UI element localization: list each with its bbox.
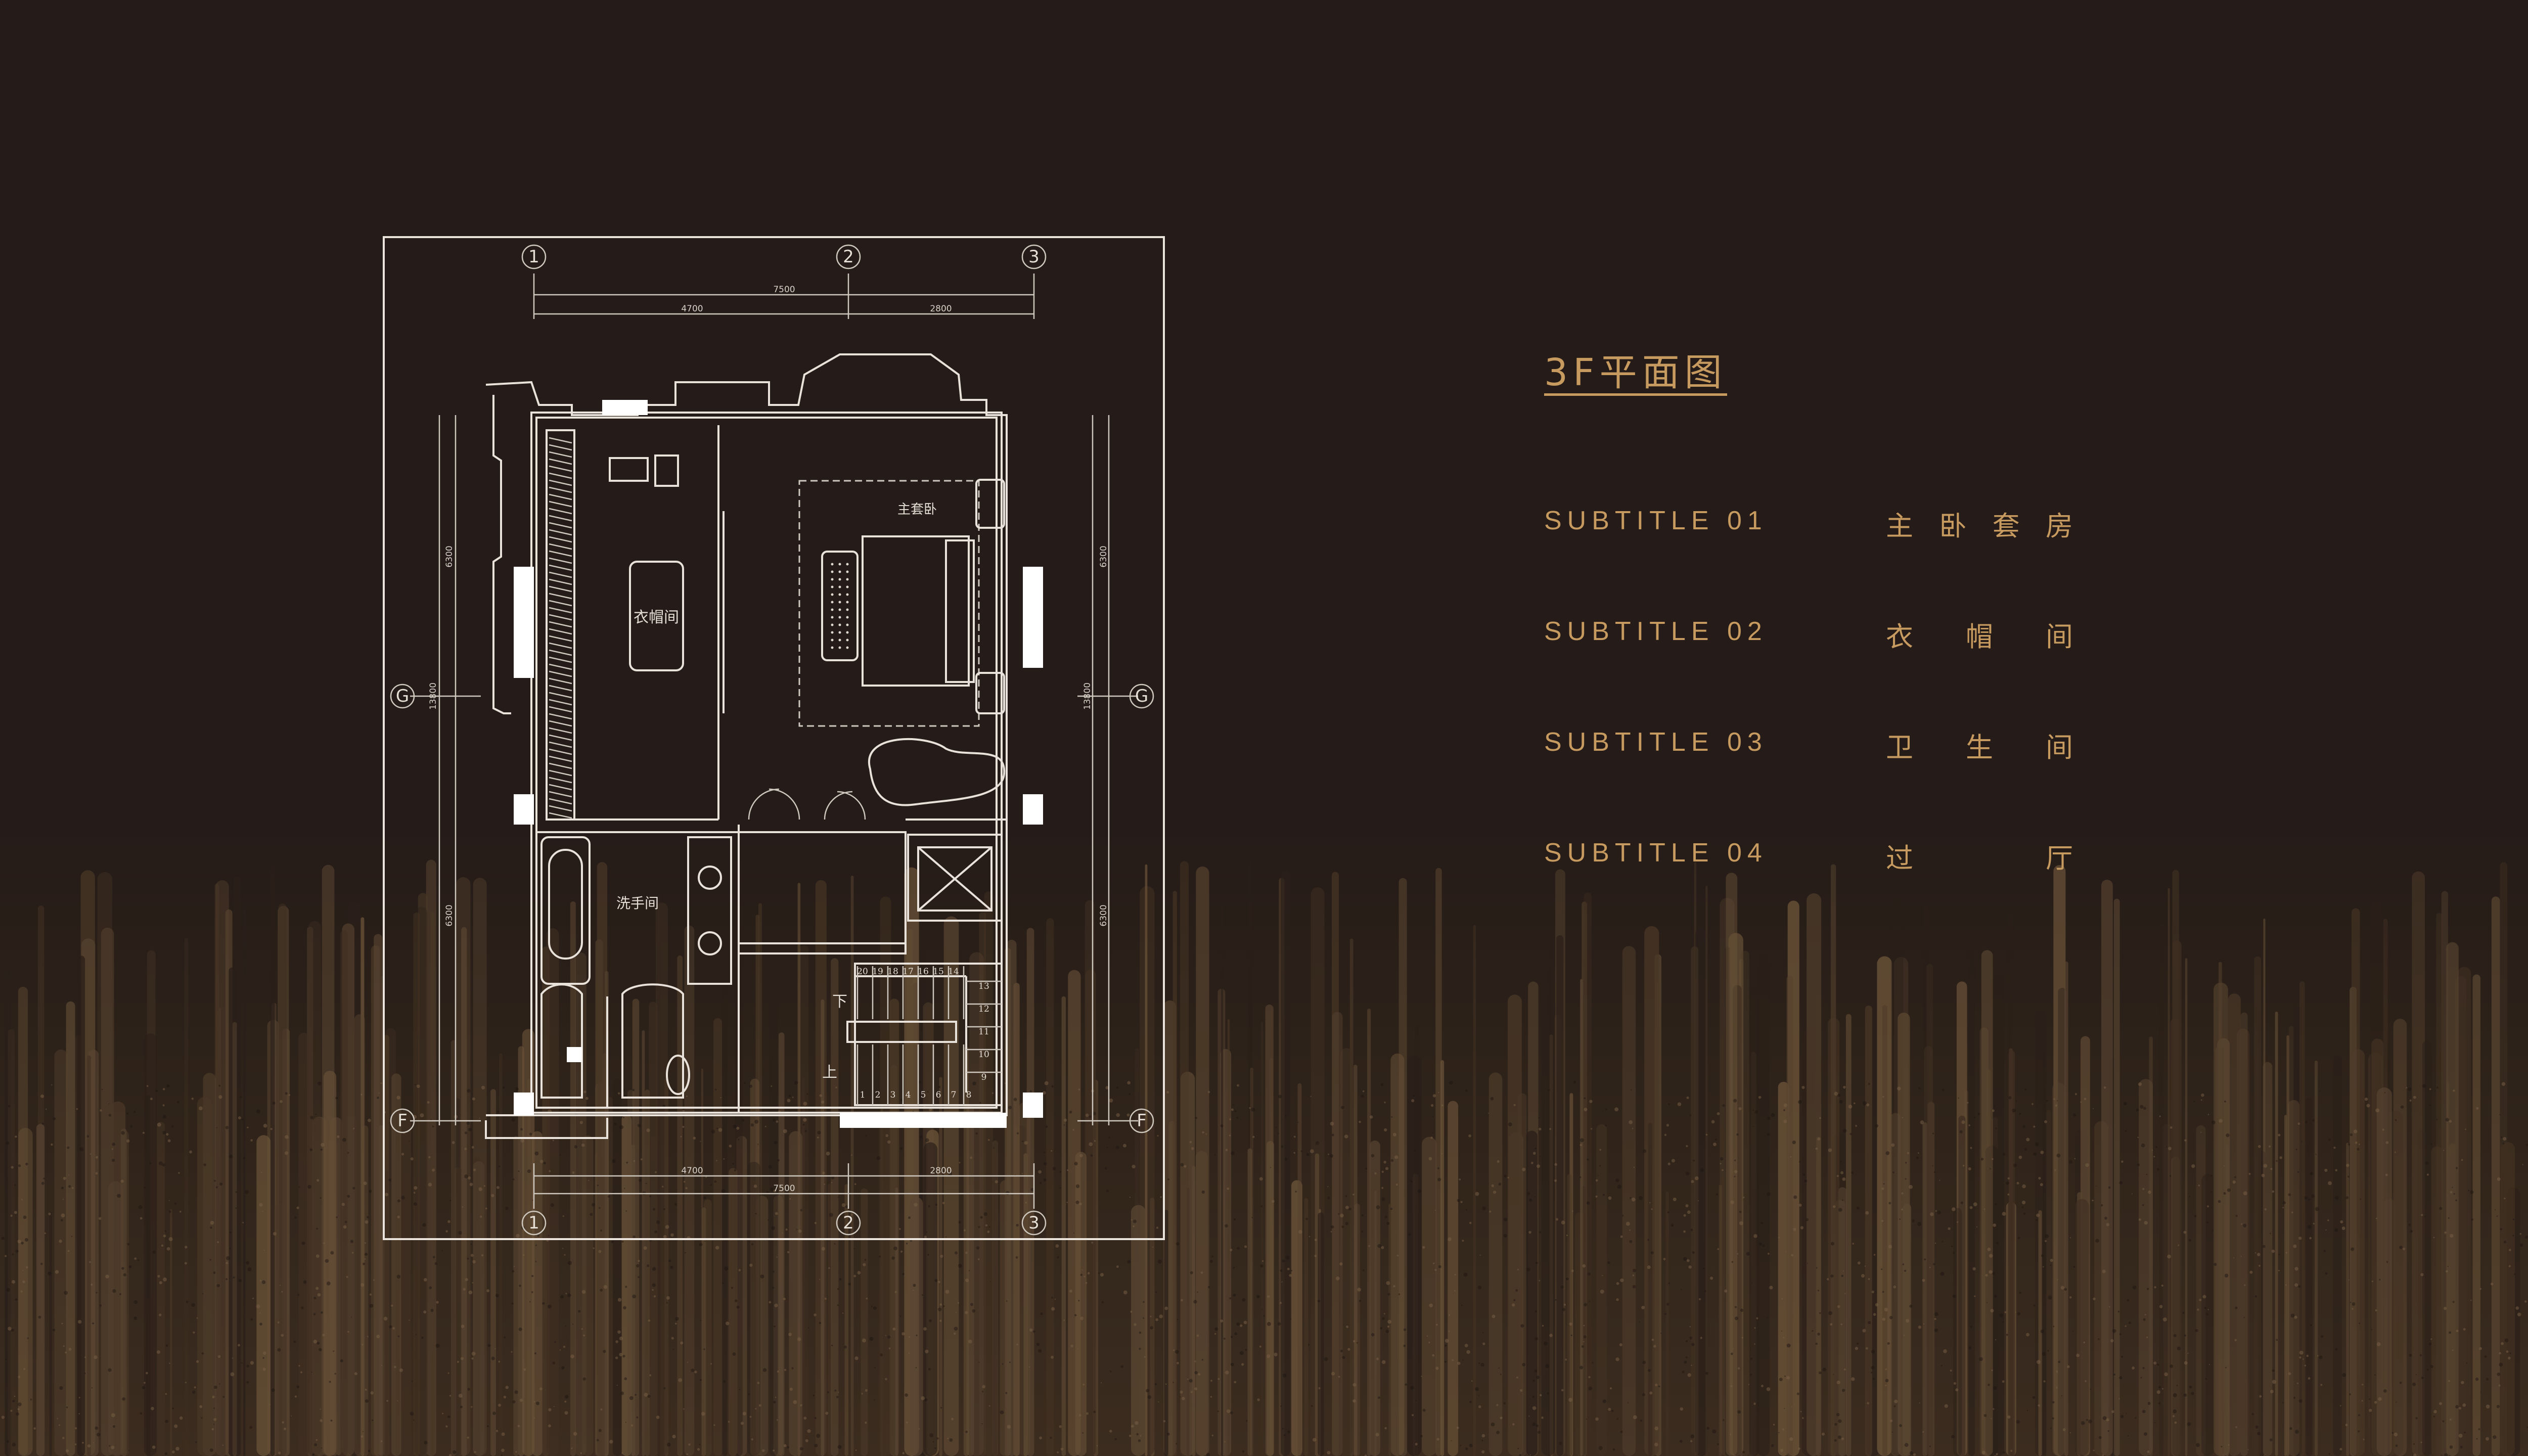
floor-plan-frame: 1 2 3 1 2 3 G F G F 7500 4700 2800 4700 … xyxy=(383,236,1165,1240)
dim-top-b: 2800 xyxy=(930,304,952,314)
stair-number: 11 xyxy=(978,1027,989,1037)
axis-label-bottom-1: 1 xyxy=(528,1213,539,1233)
room-label-washroom: 洗手间 xyxy=(616,895,659,912)
legend-char: 套 xyxy=(1992,510,2020,542)
legend-row-01: SUBTITLE 01 主 卧 套 房 xyxy=(1544,504,2100,543)
axis-label-right-g: G xyxy=(1135,686,1148,706)
room-label-master: 主套卧 xyxy=(897,502,937,517)
axis-label-bottom-3: 3 xyxy=(1028,1213,1040,1233)
dim-top-total: 7500 xyxy=(773,285,795,295)
dim-right-upper: 6300 xyxy=(1099,545,1109,567)
legend-char: 卧 xyxy=(1939,510,1967,542)
legend-subtitle: SUBTITLE 02 xyxy=(1544,617,1768,646)
dim-bottom-a: 4700 xyxy=(681,1166,703,1176)
stair-label-up: 上 xyxy=(822,1064,837,1081)
stair-number: 12 xyxy=(978,1004,989,1014)
legend-row-04: SUBTITLE 04 过 厅 xyxy=(1544,836,2100,876)
stair-number: 15 xyxy=(933,967,944,977)
axis-label-top-3: 3 xyxy=(1028,247,1040,267)
stair-number: 2 xyxy=(875,1090,881,1100)
legend-char: 间 xyxy=(2046,732,2073,763)
axis-label-top-2: 2 xyxy=(843,247,854,267)
stair-number: 8 xyxy=(966,1090,972,1100)
dim-left-upper: 6300 xyxy=(444,545,455,567)
stair-number: 3 xyxy=(890,1090,896,1100)
stair-number: 1 xyxy=(860,1090,866,1100)
stair-number: 19 xyxy=(872,967,883,977)
legend-row-03: SUBTITLE 03 卫 生 间 xyxy=(1544,725,2100,765)
stair-number: 17 xyxy=(902,967,914,977)
stair-number: 16 xyxy=(918,967,929,977)
legend-char: 间 xyxy=(2046,621,2073,653)
stair-number: 14 xyxy=(948,967,959,977)
legend-char: 过 xyxy=(1886,842,1913,874)
stair-number: 13 xyxy=(978,981,989,991)
stair-label-down: 下 xyxy=(832,993,847,1011)
legend-value: 衣 帽 间 xyxy=(1886,614,2073,654)
legend-char: 厅 xyxy=(2046,842,2073,874)
background-texture xyxy=(0,829,2528,1456)
dim-top-a: 4700 xyxy=(681,304,703,314)
dim-bottom-b: 2800 xyxy=(930,1166,952,1176)
page-title: 3F平面图 xyxy=(1544,354,1727,396)
axis-label-top-1: 1 xyxy=(528,247,539,267)
stair-number: 9 xyxy=(981,1072,987,1082)
legend-char: 卫 xyxy=(1886,732,1913,763)
legend-value: 过 厅 xyxy=(1886,836,2073,876)
stair-number: 6 xyxy=(936,1090,941,1100)
legend-subtitle: SUBTITLE 04 xyxy=(1544,838,1768,868)
legend-value: 主 卧 套 房 xyxy=(1886,504,2073,543)
dim-bottom-total: 7500 xyxy=(773,1184,795,1194)
dim-right-lower: 6300 xyxy=(1099,904,1109,926)
stair-number: 5 xyxy=(921,1090,926,1100)
dim-left-mid: 13800 xyxy=(428,682,438,710)
legend-value: 卫 生 间 xyxy=(1886,725,2073,765)
stair-number: 10 xyxy=(978,1050,989,1060)
legend-char: 房 xyxy=(2045,510,2073,542)
legend-row-02: SUBTITLE 02 衣 帽 间 xyxy=(1544,614,2100,654)
dim-right-mid: 13800 xyxy=(1082,682,1093,710)
room-label-closet: 衣帽间 xyxy=(634,609,679,626)
legend-char: 帽 xyxy=(1966,621,1993,653)
stair-number: 7 xyxy=(951,1090,957,1100)
stair-number: 18 xyxy=(887,967,898,977)
stair-number: 20 xyxy=(857,967,868,977)
axis-label-left-f: F xyxy=(397,1111,408,1131)
legend-char: 生 xyxy=(1966,732,1993,763)
legend-subtitle: SUBTITLE 01 xyxy=(1544,506,1768,535)
axis-label-bottom-2: 2 xyxy=(843,1213,854,1233)
stair-number: 4 xyxy=(906,1090,911,1100)
floor-plan-drawing: 1 2 3 1 2 3 G F G F 7500 4700 2800 4700 … xyxy=(390,244,1154,1236)
legend-subtitle: SUBTITLE 03 xyxy=(1544,727,1768,757)
legend-char: 衣 xyxy=(1886,621,1913,653)
axis-label-right-f: F xyxy=(1137,1111,1147,1131)
axis-label-left-g: G xyxy=(396,686,409,706)
dim-left-lower: 6300 xyxy=(444,904,455,926)
legend-char: 主 xyxy=(1886,510,1913,542)
